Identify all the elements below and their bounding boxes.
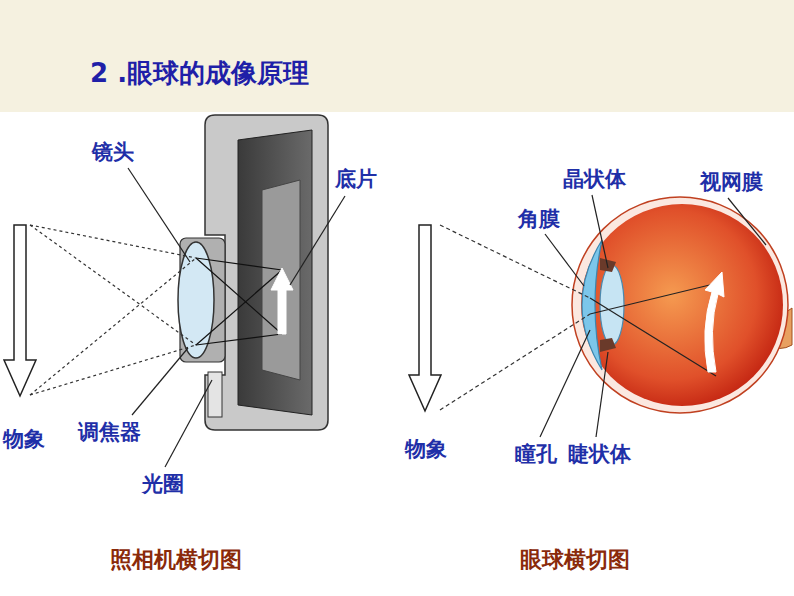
title-anchor: 2 .眼球的成像原理 bbox=[90, 56, 309, 91]
label-anchor: 瞳孔 bbox=[515, 440, 557, 468]
aperture-ring bbox=[208, 372, 222, 417]
object-arrow bbox=[4, 225, 36, 396]
eyeball bbox=[581, 204, 783, 406]
label-anchor: 视网膜 bbox=[700, 168, 763, 196]
label-anchor: 调焦器 bbox=[78, 418, 141, 446]
label-anchor: 眼球横切图 bbox=[520, 545, 630, 575]
figure-caption: 照相机横切图 bbox=[110, 545, 242, 575]
part-label: 晶状体 bbox=[563, 165, 626, 193]
part-label: 光圈 bbox=[142, 470, 184, 498]
part-label: 角膜 bbox=[518, 205, 560, 233]
crystalline-lens bbox=[600, 265, 624, 345]
label-anchor: 照相机横切图 bbox=[110, 545, 242, 575]
label-anchor: 物象 bbox=[3, 425, 45, 453]
cornea bbox=[582, 240, 602, 370]
part-label: 瞳孔 bbox=[515, 440, 557, 468]
part-label: 底片 bbox=[335, 165, 377, 193]
label-anchor: 睫状体 bbox=[568, 440, 631, 468]
slide-title: 2 .眼球的成像原理 bbox=[90, 56, 309, 91]
part-label: 物象 bbox=[405, 435, 447, 463]
figure-caption: 眼球横切图 bbox=[520, 545, 630, 575]
image-arrow bbox=[271, 268, 293, 334]
part-label: 睫状体 bbox=[568, 440, 631, 468]
label-anchor: 角膜 bbox=[518, 205, 560, 233]
part-label: 视网膜 bbox=[700, 168, 763, 196]
label-anchor: 晶状体 bbox=[563, 165, 626, 193]
title-band bbox=[0, 0, 794, 112]
film bbox=[262, 180, 300, 380]
leader-lines bbox=[128, 168, 766, 467]
camera-interior bbox=[238, 130, 312, 415]
label-anchor: 光圈 bbox=[142, 470, 184, 498]
label-anchor: 镜头 bbox=[92, 138, 134, 166]
part-label: 镜头 bbox=[92, 138, 134, 166]
ciliary-body bbox=[600, 258, 616, 272]
part-label: 物象 bbox=[3, 425, 45, 453]
image-arrow bbox=[705, 272, 724, 372]
image-rays bbox=[590, 282, 722, 376]
light-rays bbox=[30, 225, 196, 395]
label-anchor: 底片 bbox=[335, 165, 377, 193]
light-rays bbox=[440, 225, 590, 410]
image-rays bbox=[196, 258, 282, 345]
part-label: 调焦器 bbox=[78, 418, 141, 446]
label-anchor: 物象 bbox=[405, 435, 447, 463]
object-arrow bbox=[409, 225, 441, 411]
ciliary-body bbox=[600, 338, 616, 352]
